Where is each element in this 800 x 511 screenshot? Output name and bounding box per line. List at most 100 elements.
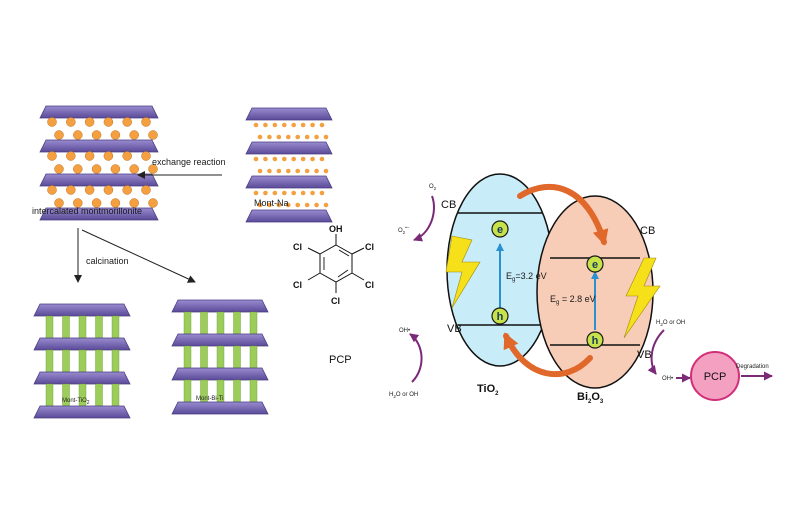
svg-text:e: e [497, 224, 503, 236]
oxide-pillar [249, 345, 258, 369]
bi2o3-band-gap-label: Eg = 2.8 eV [550, 294, 596, 306]
clay-layer [39, 105, 159, 119]
oxide-pillar [111, 315, 120, 339]
intercalated-cation [73, 198, 83, 208]
sodium-ion [257, 202, 263, 208]
mont-tio2-structure [33, 303, 131, 419]
sodium-ion [276, 134, 282, 140]
intercalated-montmorillonite-structure [39, 105, 159, 221]
sodium-ion [310, 156, 315, 162]
sodium-ion [323, 168, 329, 174]
mont-na-label: Mont-Na [254, 198, 289, 208]
sodium-ion [300, 156, 306, 162]
bond-cl-upper-right [351, 247, 365, 255]
oxide-pillar [78, 315, 87, 339]
cl-upper-left: Cl [293, 242, 302, 252]
oxide-pillar [216, 311, 225, 335]
bond-cl-lower-left [307, 272, 321, 281]
intercalated-cation [66, 151, 76, 161]
sodium-ion [304, 134, 310, 140]
sodium-ion [257, 168, 263, 174]
oxide-pillar [111, 383, 120, 407]
sodium-ion [295, 168, 301, 174]
mont-bi-ti-label: Mont-Bi-Ti [196, 396, 223, 402]
pcp-pollutant-circle [690, 351, 740, 401]
intercalated-cation [110, 198, 121, 208]
degradation-label: Degradation [736, 364, 769, 370]
sodium-ion [276, 168, 282, 174]
h2o-oxidation-arrow-left [409, 333, 423, 383]
intercalated-cation [84, 185, 95, 195]
cl-lower-right: Cl [365, 280, 374, 290]
clay-layer [171, 367, 269, 381]
svg-text:e: e [592, 259, 598, 271]
h2o-right-label: H2O or OH [656, 320, 685, 327]
tio2-vb-label: VB [447, 323, 462, 335]
sodium-ion [295, 134, 301, 140]
intercalated-cation [122, 151, 132, 161]
sodium-ion [253, 156, 259, 162]
oxide-pillar [249, 379, 258, 403]
sodium-ion [285, 134, 291, 140]
intercalated-cation [110, 164, 121, 174]
intercalated-cation [148, 164, 158, 174]
intercalated-cation [84, 151, 95, 161]
sodium-ion [310, 122, 315, 128]
cl-lower-left: Cl [293, 280, 302, 290]
sodium-ion [285, 202, 291, 208]
o2-label: O2 [429, 184, 437, 191]
bond-cl-upper-left [307, 247, 321, 255]
oxide-pillar [45, 315, 54, 339]
intercalated-cation [103, 185, 114, 195]
intercalated-cation [66, 185, 76, 195]
intercalated-cation [103, 117, 114, 127]
light-irradiation-right-icon [623, 257, 661, 339]
sodium-ion [263, 122, 268, 128]
sodium-ion [314, 168, 319, 174]
tio2-electron: e [491, 220, 509, 238]
sodium-ion [276, 202, 282, 208]
clay-layer [245, 209, 333, 223]
mont-tio2-label: Mont-TiO2 [62, 398, 90, 406]
intercalated-cation [54, 164, 64, 174]
oxide-pillar [216, 345, 225, 369]
sodium-ion [323, 134, 329, 140]
sodium-ion [295, 202, 301, 208]
mont-bi-ti-structure [171, 299, 269, 415]
tio2-cb-label: CB [441, 199, 456, 211]
calcination-label: calcination [86, 256, 129, 266]
sodium-ion [267, 202, 272, 208]
sodium-ion [253, 190, 259, 196]
intercalated-cation [122, 185, 132, 195]
sodium-ion [285, 168, 291, 174]
sodium-ion [314, 202, 319, 208]
sodium-ion [263, 156, 268, 162]
clay-layer [245, 107, 333, 121]
sodium-ion [253, 122, 259, 128]
intercalated-cation [91, 198, 102, 208]
sodium-ion [319, 190, 325, 196]
clay-layer [33, 303, 131, 317]
sodium-ion [319, 122, 325, 128]
oxide-pillar [183, 379, 192, 403]
pcp-molecule: OH Cl Cl Cl Cl Cl [293, 224, 374, 306]
oxide-pillar [183, 345, 192, 369]
oxide-pillar [200, 345, 208, 369]
intercalated-cation [141, 151, 151, 161]
tio2-band-gap-label: Eg=3.2 eV [506, 271, 547, 283]
intercalated-cation [84, 117, 95, 127]
oh-group: OH [329, 224, 343, 234]
benzene-double-bond-1 [338, 249, 350, 257]
intercalated-cation [66, 117, 76, 127]
sodium-ion [304, 168, 310, 174]
intercalated-cation [141, 117, 151, 127]
superoxide-radical-label: O2•− [398, 225, 410, 235]
cl-upper-right: Cl [365, 242, 374, 252]
intercalated-cation [47, 185, 57, 195]
sodium-ion [300, 190, 306, 196]
sodium-ion [281, 190, 287, 196]
sodium-ion [267, 134, 272, 140]
sodium-ion [319, 156, 325, 162]
clay-layer [39, 207, 159, 221]
